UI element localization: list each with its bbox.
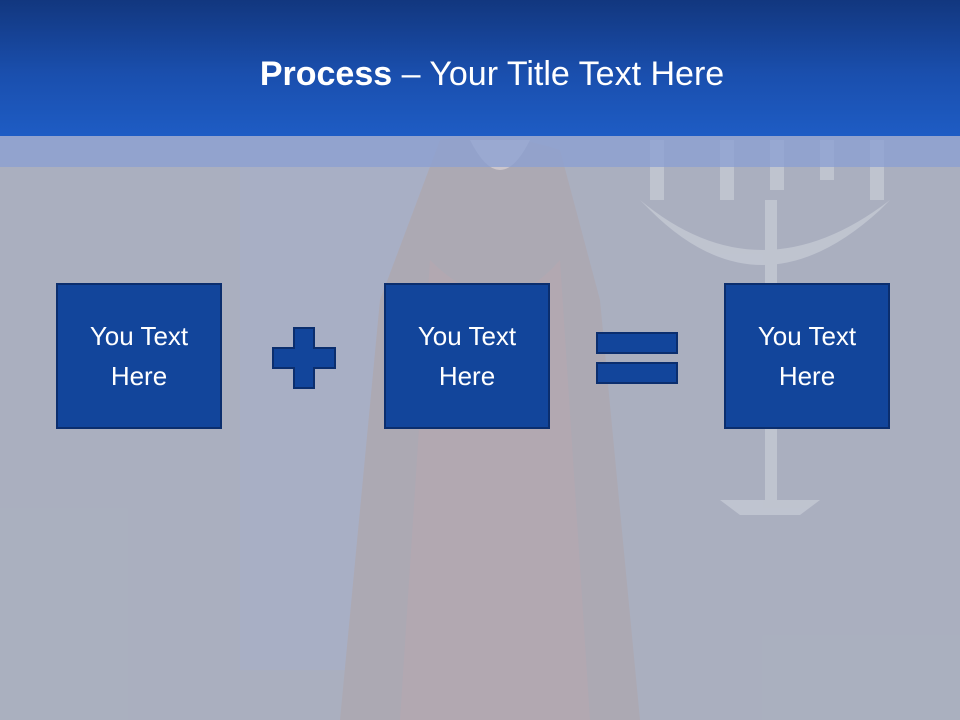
- step-2-text: You Text Here: [417, 321, 517, 391]
- process-box-result[interactable]: You Text Here: [724, 283, 890, 429]
- equals-icon: [596, 332, 678, 384]
- plus-icon: [272, 327, 336, 389]
- result-text: You Text Here: [757, 321, 857, 391]
- slide-title: Process – Your Title Text Here: [0, 54, 960, 94]
- title-rest: – Your Title Text Here: [392, 55, 725, 93]
- process-box-step-1[interactable]: You Text Here: [56, 283, 222, 429]
- title-bar: Process – Your Title Text Here: [0, 0, 960, 136]
- process-box-step-2[interactable]: You Text Here: [384, 283, 550, 429]
- step-1-text: You Text Here: [89, 321, 189, 391]
- header-shadow-band: [0, 136, 960, 167]
- title-bold: Process: [259, 55, 393, 93]
